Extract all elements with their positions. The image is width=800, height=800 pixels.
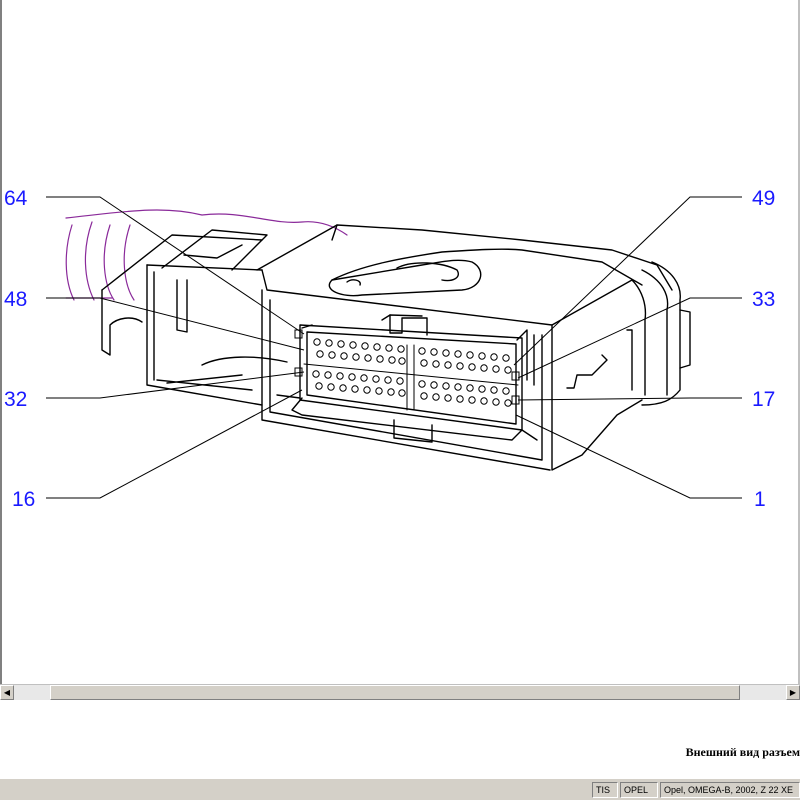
pin-holes [312, 338, 512, 407]
pin-label-49: 49 [752, 187, 775, 210]
arrow-left-icon[interactable]: ◀ [0, 685, 14, 700]
diagram-viewport: 64 48 32 16 49 33 17 1 [2, 0, 798, 684]
status-vehicle: Opel, OMEGA-B, 2002, Z 22 XE [660, 782, 800, 798]
pin-label-48: 48 [4, 288, 27, 311]
pin-label-33: 33 [752, 288, 775, 311]
wire-harness [65, 209, 348, 301]
status-bar: TIS OPEL Opel, OMEGA-B, 2002, Z 22 XE [0, 778, 800, 800]
pin-label-64: 64 [4, 187, 28, 210]
arrow-right-icon[interactable]: ▶ [786, 685, 800, 700]
scrollbar-thumb[interactable] [50, 685, 740, 700]
status-brand: OPEL [620, 782, 658, 798]
pin-label-1: 1 [754, 488, 766, 511]
connector-drawing: 64 48 32 16 49 33 17 1 [4, 187, 775, 511]
diagram-caption: Внешний вид разъем [685, 745, 800, 759]
horizontal-scrollbar[interactable]: ◀ ▶ [0, 684, 800, 700]
window-left-border [0, 0, 2, 684]
pin-label-16: 16 [12, 488, 35, 511]
window-right-border [798, 0, 800, 684]
status-app: TIS [592, 782, 618, 798]
leader-lines [46, 196, 742, 499]
pin-label-17: 17 [752, 388, 775, 411]
left-bracket [101, 289, 143, 356]
pin-label-32: 32 [4, 388, 27, 411]
